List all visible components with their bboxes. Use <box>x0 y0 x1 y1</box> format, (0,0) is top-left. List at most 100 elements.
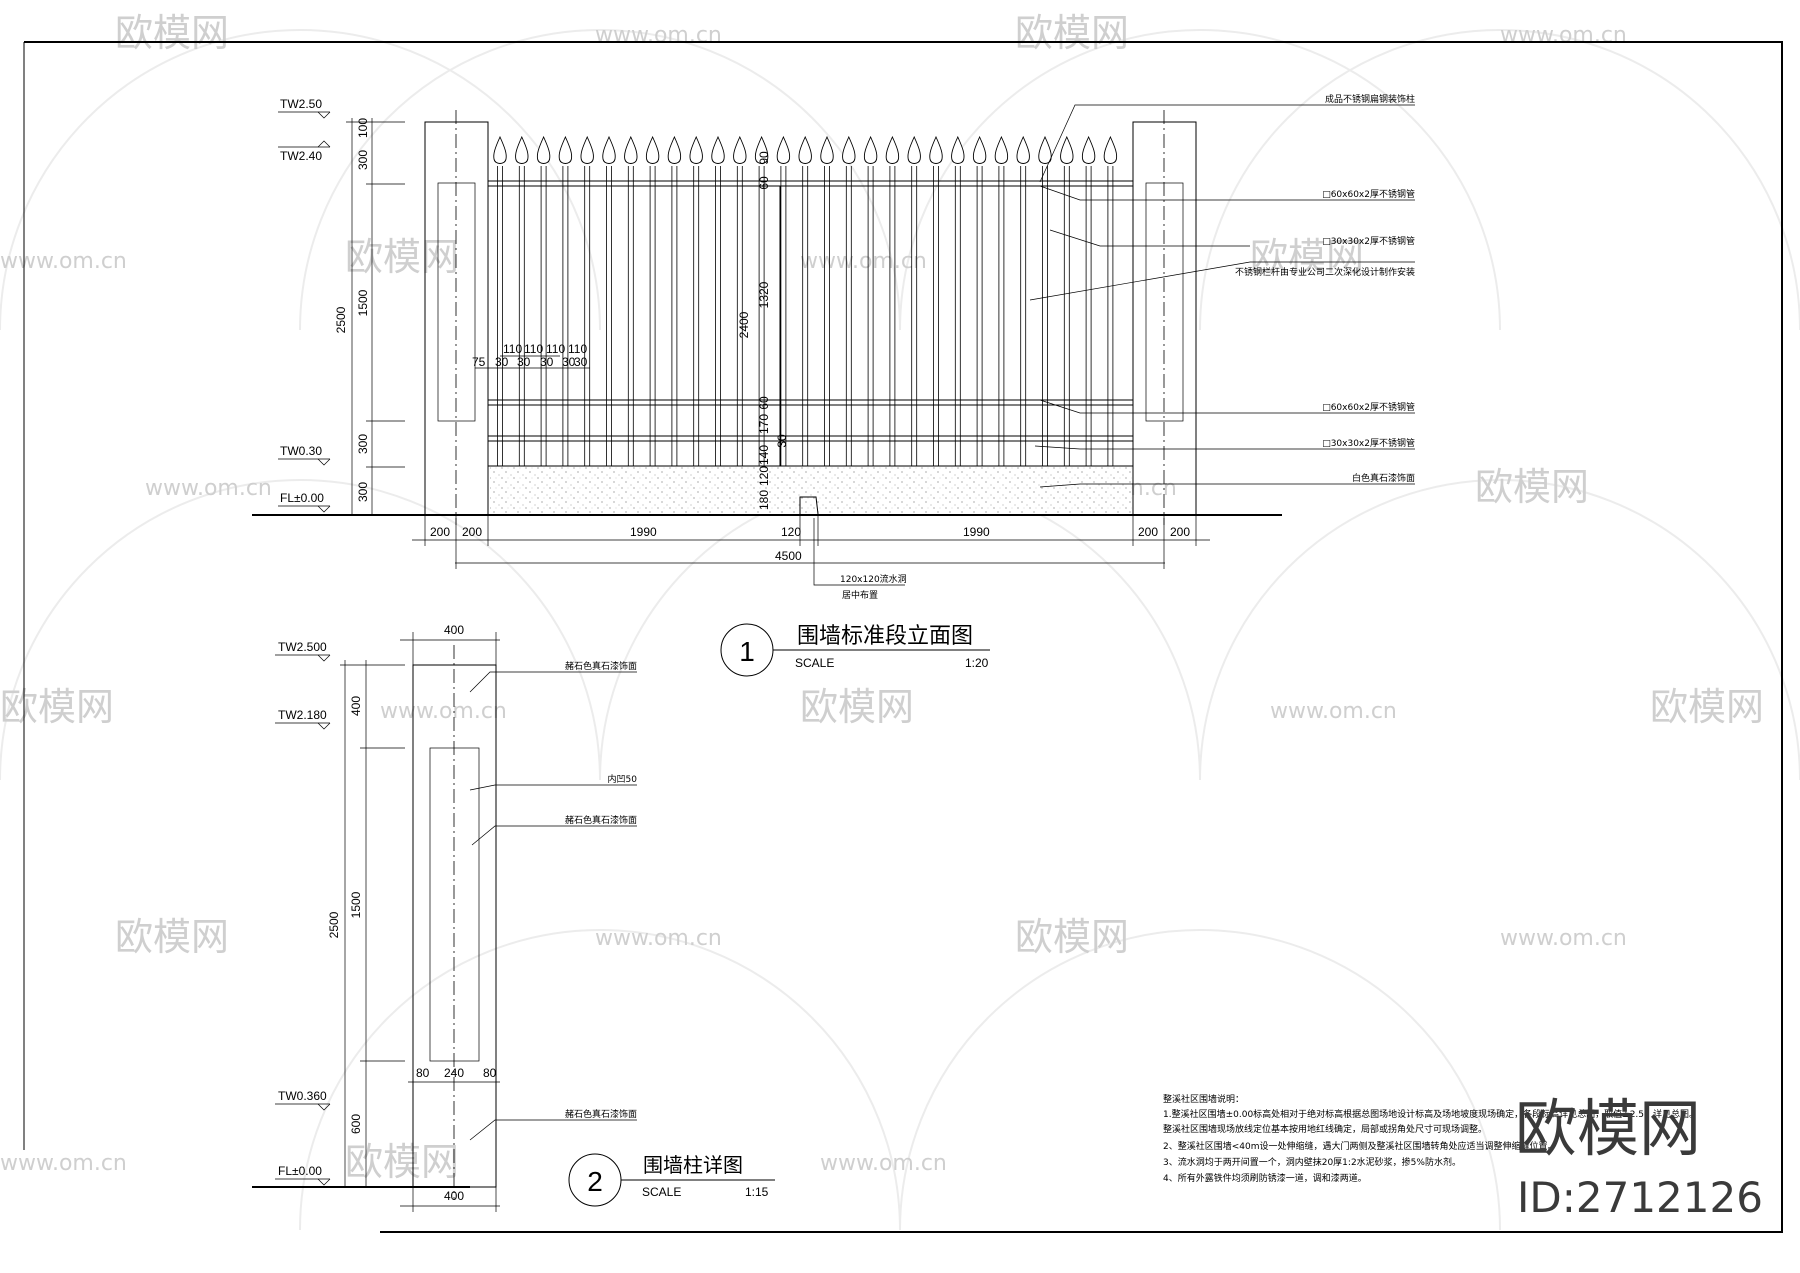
dim: 300 <box>356 150 370 170</box>
right-pillar <box>1132 121 1197 516</box>
callout-label: 内凹50 <box>608 773 638 785</box>
fence-picket <box>606 166 612 466</box>
watermark-brand: 欧模网 <box>345 1140 459 1184</box>
picket-spear-tip <box>515 135 529 164</box>
fence-picket <box>911 166 918 466</box>
fence-picket <box>976 166 983 466</box>
picket-spear-tip <box>667 135 682 164</box>
fence-picket <box>584 166 591 466</box>
fence-picket <box>1063 166 1070 466</box>
picket-spear-tip <box>885 135 900 164</box>
dim: 1990 <box>963 525 990 539</box>
picket-spear-tip <box>493 135 507 164</box>
picket-spear-tip <box>929 135 943 164</box>
scale-value: 1:15 <box>745 1185 769 1199</box>
dim: 60 <box>757 396 771 410</box>
watermark-site: www.om.cn <box>595 23 722 48</box>
dim: 400 <box>444 623 464 637</box>
dim: 600 <box>349 1114 363 1134</box>
dim-height: 2500 <box>327 911 341 938</box>
fence-picket <box>693 166 700 466</box>
dim: 120 <box>757 466 771 486</box>
fence-picket <box>1085 166 1092 466</box>
dim: 80 <box>483 1066 497 1080</box>
fence-picket <box>497 166 503 466</box>
level-mark: TW2.500 <box>278 640 327 654</box>
level-mark: TW2.180 <box>278 708 327 722</box>
picket-spear-tip <box>820 135 834 164</box>
level-mark: TW0.360 <box>278 1089 327 1103</box>
fence-picket <box>1042 166 1048 466</box>
fence-picket <box>802 166 809 466</box>
drain-note: 120x120流水洞 <box>840 573 907 585</box>
dim: 1320 <box>757 281 771 308</box>
callout-label: 赭石色真石漆饰面 <box>565 660 637 672</box>
dim: 30 <box>562 355 576 369</box>
watermark-brand: 欧模网 <box>0 685 114 729</box>
watermark-site: www.om.cn <box>1270 699 1397 724</box>
drawing-number: 2 <box>587 1166 603 1197</box>
dim: 110 <box>568 342 587 356</box>
watermark-brand: 欧模网 <box>1015 11 1129 55</box>
picket-spear-tip <box>842 135 856 164</box>
watermark-site: www.om.cn <box>595 926 722 951</box>
drawing-number: 1 <box>739 636 755 667</box>
fence-picket <box>518 166 525 466</box>
fence-picket <box>715 166 721 466</box>
dim: 30 <box>517 355 531 369</box>
dim: 30 <box>495 355 509 369</box>
dim: 400 <box>444 1189 464 1203</box>
picket-spear-tip <box>798 135 812 164</box>
dim: 1990 <box>630 525 657 539</box>
callout-label: □30x30x2厚不锈钢管 <box>1322 437 1415 449</box>
picket-spear-tip <box>1038 135 1052 164</box>
picket-spear-tip <box>754 135 769 164</box>
pillar-recess <box>429 747 480 1062</box>
fence-picket <box>889 166 896 466</box>
picket-spear-tip <box>558 135 573 164</box>
picket-spear-tip <box>1016 135 1030 164</box>
watermark-site: www.om.cn <box>0 1151 127 1176</box>
drawing-title: 围墙柱详图 <box>643 1154 743 1177</box>
picket-spear-tip <box>776 135 791 164</box>
level-mark: TW0.30 <box>280 444 322 458</box>
callout-label: □60x60x2厚不锈钢管 <box>1322 401 1415 413</box>
dim: 90 <box>757 151 771 165</box>
dim: 30 <box>574 355 588 369</box>
picket-spear-tip <box>994 135 1009 164</box>
dim: 1500 <box>349 891 363 918</box>
watermark-site: www.om.cn <box>820 1151 947 1176</box>
dim: 75 <box>472 355 486 369</box>
callout-label: 不锈钢栏杆由专业公司二次深化设计制作安装 <box>1235 266 1415 278</box>
dim: 170 <box>757 414 771 434</box>
watermark-brand: 欧模网 <box>1250 235 1364 279</box>
pillar-detail: 400 400 80 240 80 TW2.500 TW2.180 TW0.36… <box>252 623 775 1212</box>
fence-picket <box>845 166 852 466</box>
right-pillar-panel <box>1145 182 1184 422</box>
callout-label: □60x60x2厚不锈钢管 <box>1322 188 1415 200</box>
watermark-site: www.om.cn <box>1500 926 1627 951</box>
callout-label: 赭石色真石漆饰面 <box>565 1108 637 1120</box>
fence-picket <box>998 166 1005 466</box>
note-line: 3、流水洞均于两开间置一个，洞内壁抹20厚1:2水泥砂浆，掺5%防水剂。 <box>1163 1156 1461 1168</box>
dim: 80 <box>416 1066 430 1080</box>
picket-spear-tip <box>645 135 660 164</box>
pillar-outline <box>412 664 497 1188</box>
fence-picket <box>824 166 830 466</box>
fence-picket <box>671 166 678 466</box>
watermark-brand: 欧模网 <box>345 235 459 279</box>
watermark-badge: 欧模网 ID:2712126 <box>1515 1092 1763 1222</box>
level-mark: FL±0.00 <box>278 1164 322 1178</box>
drawing-title: 围墙标准段立面图 <box>797 623 973 648</box>
scale-label: SCALE <box>795 656 834 670</box>
fence-picket <box>540 166 547 466</box>
watermark-brand: 欧模网 <box>1015 915 1129 959</box>
dim-height: 2500 <box>334 306 348 333</box>
dim: 400 <box>349 696 363 716</box>
dim: 200 <box>462 525 482 539</box>
level-mark: TW2.50 <box>280 97 322 111</box>
picket-spear-tip <box>602 135 616 164</box>
dim: 140 <box>757 445 771 465</box>
dim: 110 <box>524 342 543 356</box>
